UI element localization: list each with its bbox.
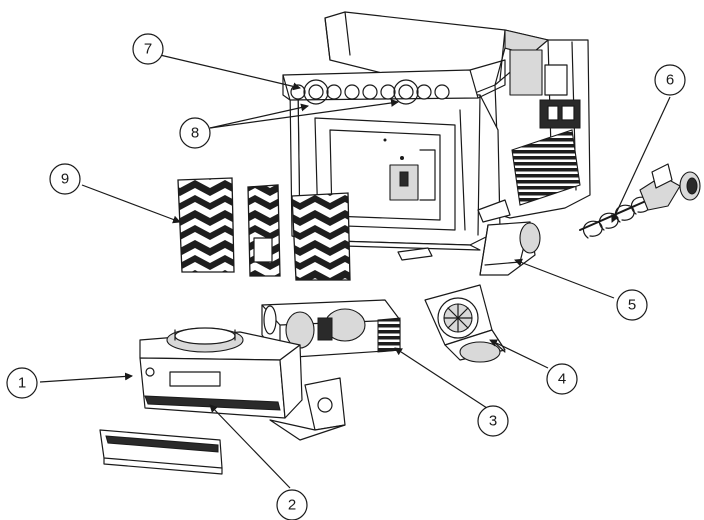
side-vent-grate	[511, 129, 581, 206]
callout-5-label: 5	[628, 297, 636, 314]
callout-9: 9	[49, 163, 81, 195]
callout-6-label: 6	[666, 72, 674, 89]
callout-4: 4	[546, 363, 578, 395]
combustion-blower	[424, 284, 506, 363]
callout-3-label: 3	[489, 413, 497, 430]
auger-assembly	[579, 163, 701, 239]
heat-exchanger-tubes	[290, 84, 450, 100]
exhaust-duct	[479, 221, 541, 276]
callout-7: 7	[132, 33, 164, 65]
callout-1: 1	[6, 367, 38, 399]
mounting-bracket	[269, 377, 346, 441]
firebox-liner-panels	[177, 177, 351, 281]
control-box	[509, 49, 543, 96]
callout-3: 3	[477, 405, 509, 437]
callout-6: 6	[654, 64, 686, 96]
callout-2-label: 2	[288, 497, 296, 514]
callout-5: 5	[616, 289, 648, 321]
callout-8-label: 8	[191, 125, 199, 142]
callout-7-label: 7	[144, 41, 152, 58]
callout-1-label: 1	[18, 375, 26, 392]
ash-pan-drawer	[99, 429, 223, 475]
liner-panel-right	[291, 192, 351, 281]
callout-2: 2	[276, 489, 308, 520]
ash-pan-housing	[139, 327, 303, 419]
callout-9-label: 9	[61, 171, 69, 188]
liner-panel-left	[177, 177, 235, 273]
callout-leaders	[39, 54, 671, 489]
callout-4-label: 4	[558, 371, 566, 388]
callout-8: 8	[179, 117, 211, 149]
